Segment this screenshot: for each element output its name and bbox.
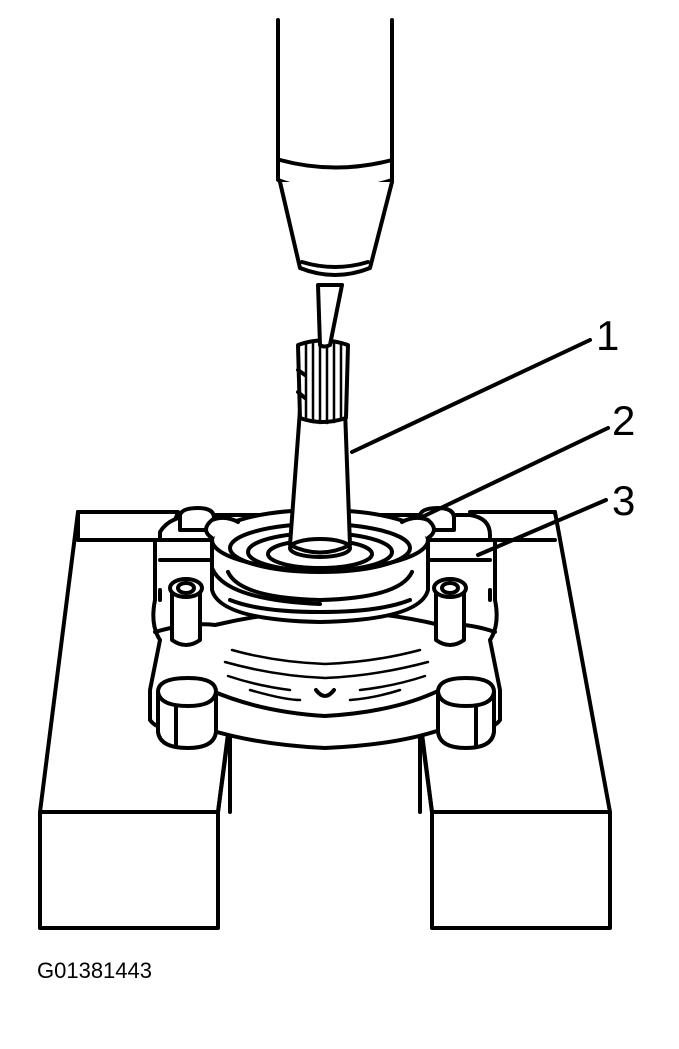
clamp-bolt-left — [168, 577, 204, 647]
callout-2: 2 — [612, 397, 635, 444]
clamp-bolt-right — [432, 577, 468, 647]
callout-1: 1 — [596, 312, 619, 359]
leader-line-1 — [350, 338, 592, 454]
bolt-head-front-right — [436, 676, 496, 750]
press-ram — [276, 18, 394, 277]
leader-line-2 — [418, 426, 610, 520]
bolt-head-front-left — [156, 676, 218, 750]
axle-shaft — [288, 283, 352, 559]
leader-line-3 — [476, 498, 608, 557]
callout-3: 3 — [612, 477, 635, 524]
leader-lines — [350, 338, 610, 557]
press-support-fixture — [38, 510, 612, 930]
figure-id: G01381443 — [37, 958, 152, 983]
